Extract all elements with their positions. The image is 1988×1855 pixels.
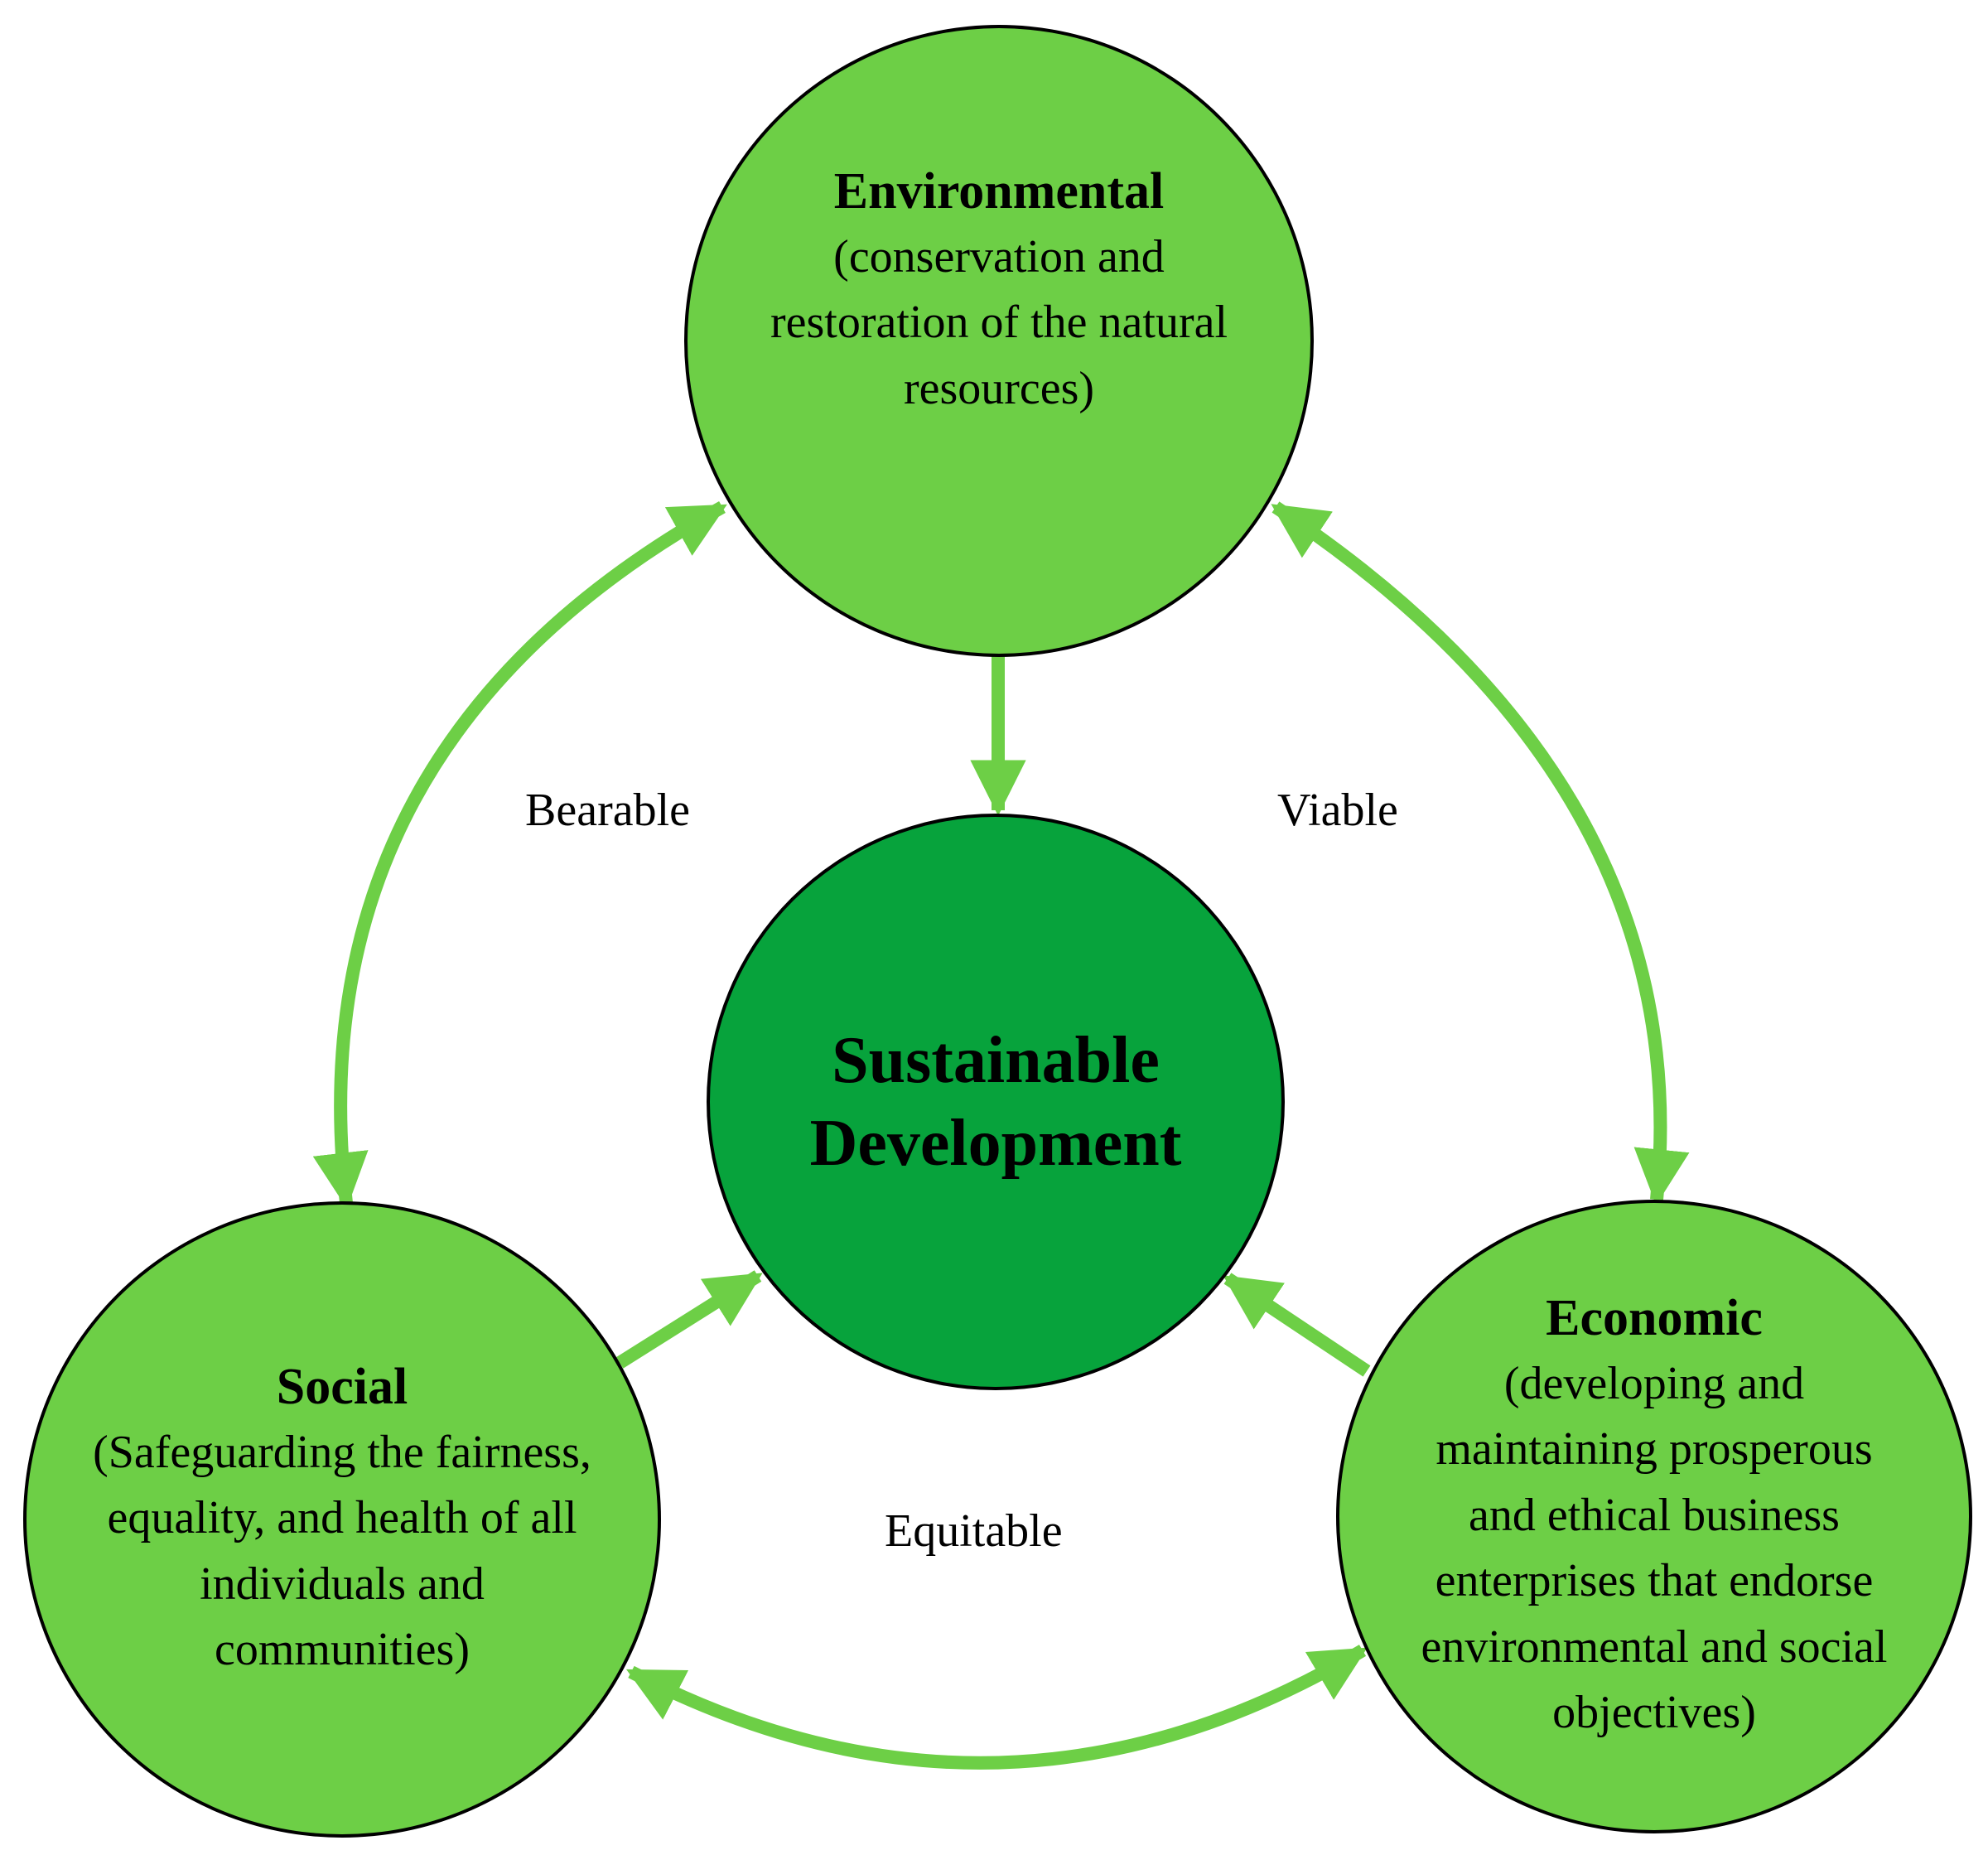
environmental-desc-line-1: (conservation and	[833, 230, 1165, 283]
economic-desc-line-4: enterprises that endorse	[1435, 1555, 1874, 1607]
equitable-arrow	[626, 1645, 1368, 1770]
environmental-title: Environmental	[833, 163, 1165, 220]
economic-desc-line-5: environmental and social	[1421, 1621, 1888, 1673]
bearable-label: Bearable	[525, 785, 690, 836]
sustainable-development-circle: Sustainable Development	[707, 814, 1285, 1390]
environmental-desc-line-3: resources)	[903, 363, 1095, 414]
environmental-circle: Environmental (conservation and restorat…	[684, 25, 1314, 657]
economic-desc-line-3: and ethical business	[1469, 1489, 1840, 1541]
economic-title: Economic	[1546, 1290, 1763, 1347]
equitable-label: Equitable	[885, 1505, 1063, 1557]
social-title: Social	[276, 1359, 408, 1416]
social-desc-line-1: (Safeguarding the fairness,	[93, 1426, 591, 1478]
economic-desc-line-1: (developing and	[1503, 1357, 1805, 1409]
economic-desc-line-6: objectives)	[1552, 1687, 1756, 1739]
economic-desc-line-2: maintaining prosperous	[1436, 1423, 1873, 1476]
economic-to-center-arrow	[1223, 1273, 1371, 1377]
social-circle: Social (Safeguarding the fairness, equal…	[23, 1201, 661, 1838]
viable-label: Viable	[1277, 785, 1398, 836]
economic-circle: Economic (developing and maintaining pro…	[1336, 1200, 1972, 1833]
social-desc-line-3: individuals and	[200, 1558, 485, 1610]
social-desc-line-2: equality, and health of all	[107, 1492, 577, 1544]
environmental-desc-line-2: restoration of the natural	[770, 297, 1228, 349]
social-desc-line-4: communities)	[215, 1624, 470, 1676]
center-title-line-1: Sustainable	[832, 1024, 1160, 1097]
viable-arrow	[1271, 501, 1690, 1205]
bearable-arrow	[312, 501, 727, 1209]
social-to-center-arrow	[615, 1270, 763, 1369]
center-title-line-2: Development	[809, 1107, 1182, 1180]
